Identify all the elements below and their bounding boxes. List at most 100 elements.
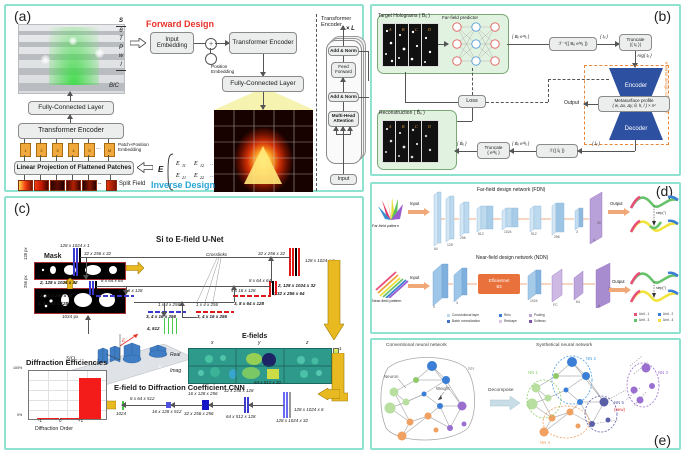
- unet-block: [89, 281, 91, 295]
- hollow-arrow-inverse: [137, 162, 153, 173]
- patch-token: 2: [36, 143, 47, 157]
- legend-label: Convolutional layer: [452, 313, 480, 317]
- unet-block: [79, 248, 81, 276]
- unet-block: [96, 295, 134, 297]
- svg-text:SiO: SiO: [66, 356, 76, 362]
- patch-label: 5: [88, 147, 91, 153]
- svg-text:…: …: [210, 162, 215, 167]
- chart-title: Diffraction Efficiencies: [26, 358, 108, 367]
- unet-dim-label: 3, 4 x 16 x 256: [197, 314, 228, 319]
- svg-text:D: D: [427, 27, 431, 32]
- unit-swatch: [658, 312, 661, 316]
- near-field-pattern-label: Near-field pattern: [372, 299, 402, 303]
- svg-text:4: 4: [593, 238, 595, 242]
- unet-dim-label: 2, 128 x 1024 x 32: [40, 280, 78, 285]
- unit-swatch: [634, 318, 637, 322]
- decompose-label: Decompose: [488, 388, 514, 393]
- decompose-arrow: [490, 396, 520, 410]
- encoder-input-box: Input: [330, 174, 357, 185]
- svg-text:3: 3: [576, 230, 578, 234]
- cnn-dim-label: 128 x 1024 x 32: [276, 418, 309, 423]
- patch-label: 2: [40, 147, 43, 153]
- unet-bottleneck: [164, 318, 182, 334]
- patch-label: 3: [56, 147, 59, 153]
- near-field-pattern-icon: [375, 271, 409, 298]
- efield-row-imag: Imag: [170, 368, 182, 374]
- unet-dim-label: 1 x 4 x 256: [196, 302, 219, 307]
- svg-text:64: 64: [434, 247, 438, 251]
- svg-text:NN 5: NN 5: [614, 400, 625, 405]
- svg-text:E: E: [193, 173, 198, 179]
- legend-label: Relu: [504, 313, 511, 317]
- chart-xlabel: Diffraction Order: [35, 426, 73, 432]
- ndn-input-arrow: [408, 282, 430, 290]
- legend-swatch: [529, 319, 532, 323]
- unet-block: [95, 281, 97, 295]
- mask-to-unet-arrow: [126, 262, 144, 274]
- efield-row-real: Real: [170, 352, 181, 358]
- svg-text:A: A: [388, 27, 392, 32]
- patch-position-caption: Patch+Position Embedding: [118, 142, 149, 153]
- flow-label-1: { Bᵢⱼ eⁱᵠᵢⱼ }: [512, 34, 530, 39]
- param-P: P: [118, 44, 123, 51]
- flow-label-6: { t́ᵢⱼ }: [592, 141, 600, 146]
- unet-dim-label: 32 x 256 x 32: [258, 251, 286, 256]
- svg-text:step(°): step(°): [656, 286, 666, 290]
- conventional-nn-title: Conventional neural network: [386, 343, 447, 348]
- svg-text:21: 21: [182, 175, 186, 180]
- svg-text:3: 3: [456, 301, 458, 305]
- param-S: S: [118, 18, 123, 24]
- truncate-bottom-box: Truncate { eⁱᵠ́ᵢⱼ }: [477, 142, 510, 159]
- legend-label: Reshape: [504, 319, 517, 323]
- panel-a-tag: (a): [14, 8, 32, 24]
- target-holograms-label: Target Holograms ( Bᵢⱼ ): [378, 13, 430, 19]
- svg-text:Neuron: Neuron: [384, 374, 399, 379]
- legend-swatch: [447, 319, 450, 323]
- diffraction-chart-plot: [28, 370, 107, 420]
- panel-c: (c) Si to E-field U-Net Mask 128 px 256 …: [4, 196, 364, 450]
- fdn-output-label: Output: [610, 201, 623, 206]
- cnn-dim-label: 16 x 128 x 256: [188, 391, 218, 396]
- split-field-chip: [34, 180, 49, 191]
- ndn-input-label: Input: [410, 275, 420, 280]
- svg-text:D: D: [427, 124, 431, 129]
- mask-height-label: 128 px: [23, 247, 28, 260]
- unit-label: Unit - 3: [639, 318, 650, 322]
- legend-swatch: [447, 313, 450, 317]
- fdn-input-label: Input: [410, 201, 420, 206]
- inverse-design-title: Inverse Design: [151, 180, 216, 190]
- svg-text:Decoder: Decoder: [625, 126, 648, 132]
- unet-dim-label: 2, 32 x 256 x 64: [40, 293, 73, 298]
- metasurface-profile-box: Metasurface profile ( w, Δx, Δy, θ, h, l…: [598, 96, 670, 112]
- split-field-chip: [50, 180, 65, 191]
- cnn-input-arrow: [318, 388, 340, 400]
- efield-to-cnn-elbow: [331, 353, 348, 402]
- svg-text:22: 22: [200, 175, 204, 180]
- fdn-title: Far-field design network (FDN): [477, 187, 546, 193]
- svg-text:256: 256: [460, 236, 466, 240]
- cnn-dim-label: 16 x 128 x 512: [152, 409, 182, 414]
- unet-block: [295, 248, 297, 276]
- svg-text:step(°): step(°): [656, 211, 666, 215]
- svg-text:Si: Si: [158, 365, 163, 370]
- unet-title: Si to E-field U-Net: [156, 235, 224, 244]
- bic-label: BIC: [108, 83, 119, 90]
- fdn-output-arrow: [608, 208, 630, 216]
- unet-dim-label: 4 x 16 x 128: [118, 288, 143, 293]
- efield-col-x: x: [211, 340, 214, 346]
- svg-text:1024: 1024: [530, 299, 538, 303]
- unit-swatch: [658, 318, 661, 322]
- add-norm-top-box: Add & Norm: [328, 46, 359, 56]
- svg-text:NN: NN: [468, 366, 474, 371]
- legend-label: Pooling: [534, 313, 545, 317]
- field-heatmap: [214, 110, 313, 192]
- unit-label: Unit - 2: [663, 312, 674, 316]
- cnn-block: [202, 400, 209, 410]
- cnn-dim-label: 128 x 1024 x 6: [294, 407, 324, 412]
- unet-block: [148, 311, 186, 313]
- legend-label: Batch normalization: [452, 319, 480, 323]
- svg-text:B3: B3: [496, 284, 502, 289]
- position-embedding-node: [205, 53, 217, 65]
- transformer-encoder-top-box: Transformer Encoder: [229, 32, 297, 54]
